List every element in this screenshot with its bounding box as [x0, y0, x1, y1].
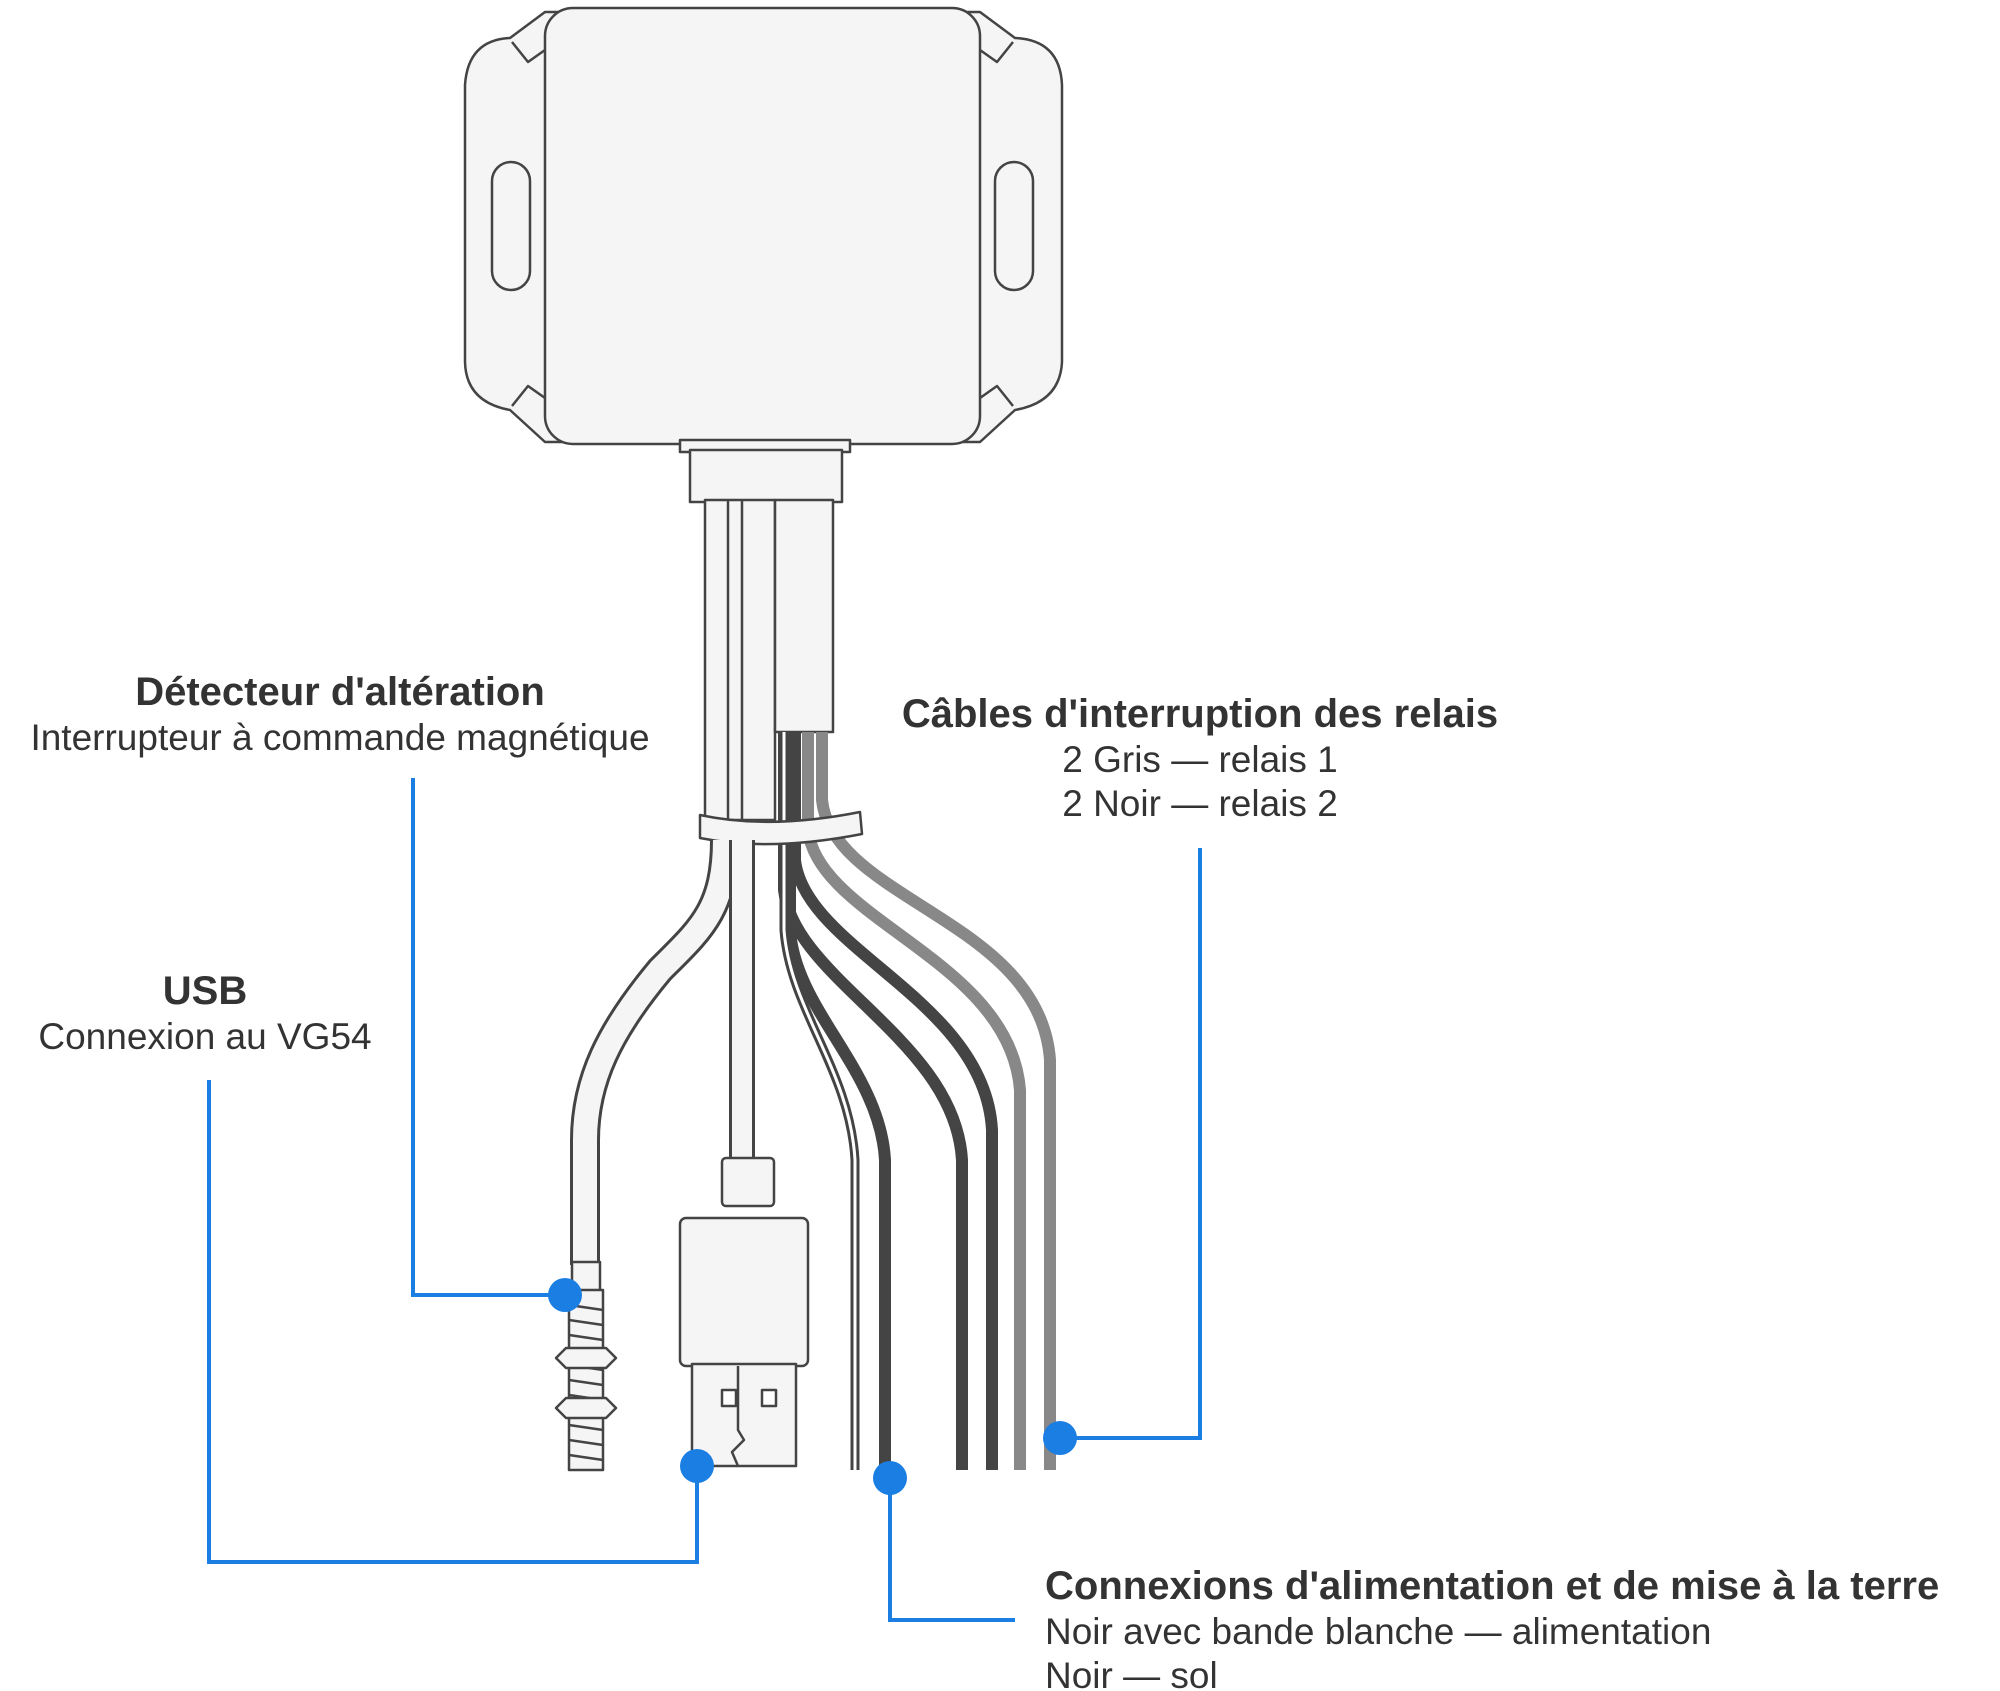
device-housing [463, 6, 1064, 446]
sheath-right [773, 498, 835, 734]
callout-lines [207, 778, 1202, 1622]
wire-black-relay-a [789, 732, 998, 1470]
power-title: Connexions d'alimentation et de mise à l… [1045, 1564, 1940, 1608]
callout-line-usb [207, 1080, 699, 1564]
callout-dot-power [873, 1461, 907, 1495]
sheath-left [703, 498, 777, 822]
callout-line-tamper [411, 778, 565, 1297]
mounting-slot-left [490, 160, 532, 292]
relay-label: Câbles d'interruption des relais 2 Gris … [880, 690, 1520, 827]
callout-dot-tamper [548, 1278, 582, 1312]
usb-connector [678, 1156, 810, 1468]
relay-wires [778, 732, 1056, 1470]
usb-label: USB Connexion au VG54 [20, 967, 390, 1059]
relay-line-1: 2 Gris — relais 1 [1062, 739, 1338, 780]
callout-dots [548, 1278, 1077, 1495]
flange-notch-tl [511, 41, 546, 64]
callout-line-power [888, 1480, 1015, 1622]
tamper-label: Détecteur d'altération Interrupteur à co… [0, 668, 680, 760]
power-label: Connexions d'alimentation et de mise à l… [1045, 1562, 1939, 1691]
power-line-2: Noir — sol [1045, 1655, 1218, 1691]
device-cover [543, 6, 982, 446]
cable-boot [678, 438, 852, 822]
callout-dot-usb [680, 1449, 714, 1483]
flange-notch-br [979, 384, 1014, 407]
switch-nut-top [554, 1346, 618, 1370]
tamper-cable [570, 839, 740, 1265]
switch-nut-bottom [554, 1396, 618, 1420]
wire-black-ground [784, 732, 891, 1470]
relay-title: Câbles d'interruption des relais [901, 692, 1499, 736]
cable-gland [688, 448, 844, 504]
usb-subtitle: Connexion au VG54 [38, 1016, 372, 1057]
callout-dot-relay [1043, 1421, 1077, 1455]
relay-line-2: 2 Noir — relais 2 [1062, 783, 1338, 825]
mounting-slot-right [993, 160, 1035, 292]
tamper-title: Détecteur d'altération [135, 670, 545, 714]
tamper-subtitle: Interrupteur à commande magnétique [30, 717, 650, 758]
callout-line-relay [1060, 848, 1202, 1440]
flange-notch-bl [511, 384, 546, 407]
usb-title: USB [162, 969, 248, 1013]
wire-gray-inner [802, 732, 1026, 1470]
power-line-1: Noir avec bande blanche — alimentation [1045, 1611, 1712, 1652]
flange-notch-tr [979, 41, 1014, 64]
magnetic-switch [554, 1260, 618, 1472]
